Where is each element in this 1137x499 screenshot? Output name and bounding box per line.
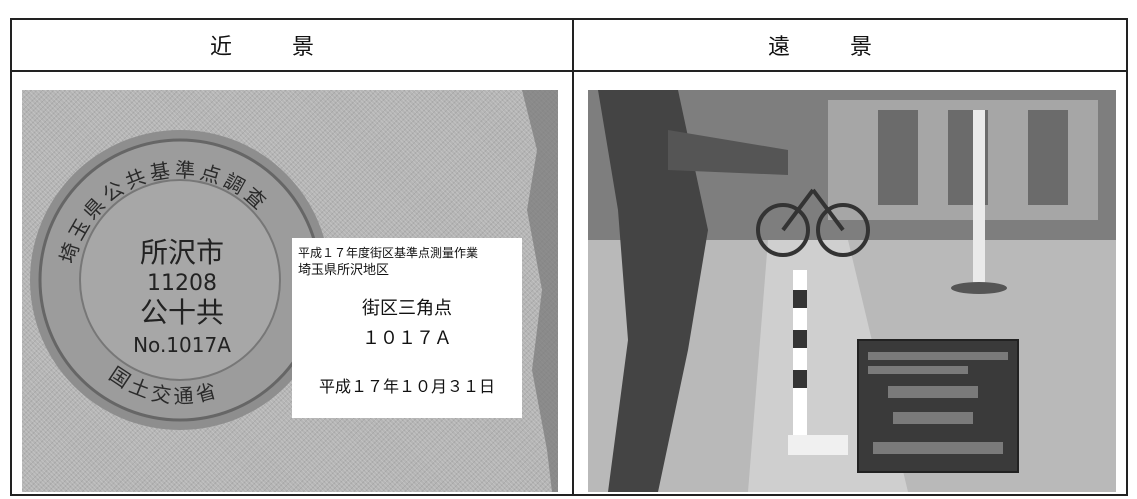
plate-code: 11208 bbox=[147, 271, 217, 296]
far-view-image bbox=[588, 90, 1116, 492]
header-row: 近景 遠景 bbox=[12, 20, 1126, 72]
card-point-type: 街区三角点 bbox=[362, 298, 452, 319]
card-point-id: １０１７Ａ bbox=[362, 328, 452, 349]
survey-photo-sheet: 近景 遠景 埼玉県公共基準点調査 国土交通省 所沢市 11208 公十共 bbox=[10, 18, 1128, 496]
card-line2: 埼玉県所沢地区 bbox=[298, 263, 389, 278]
card-date: 平成１７年１０月３１日 bbox=[319, 377, 495, 396]
near-view-image: 埼玉県公共基準点調査 国土交通省 所沢市 11208 公十共 No.1017A … bbox=[30, 90, 558, 492]
card-line1: 平成１７年度街区基準点測量作業 bbox=[298, 245, 478, 260]
plate-type: 公十共 bbox=[140, 296, 224, 329]
far-view-header: 遠景 bbox=[767, 35, 932, 60]
near-view-header: 近景 bbox=[209, 35, 374, 60]
column-divider bbox=[572, 20, 574, 494]
plate-city: 所沢市 bbox=[140, 236, 224, 269]
far-view-photo bbox=[588, 90, 1116, 492]
plate-number: No.1017A bbox=[133, 333, 231, 357]
near-view-photo: 埼玉県公共基準点調査 国土交通省 所沢市 11208 公十共 No.1017A … bbox=[22, 90, 558, 492]
